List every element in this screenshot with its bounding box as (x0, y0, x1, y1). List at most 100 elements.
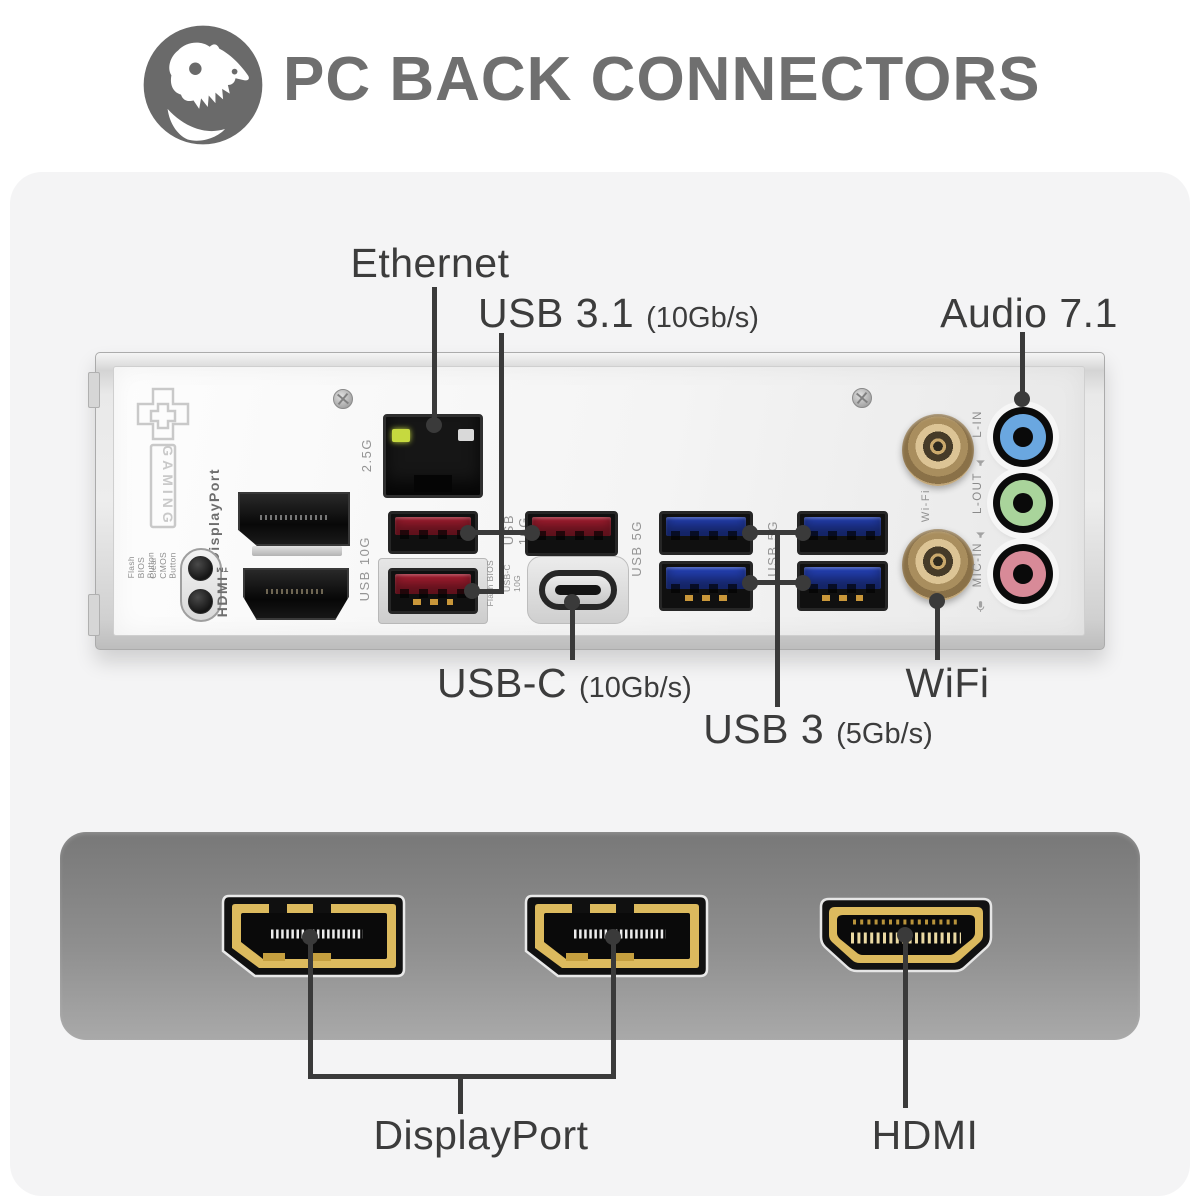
displayport-callout-dot-2 (605, 929, 621, 945)
ethernet-label-text: Ethernet (350, 240, 510, 286)
usb-contacts (822, 594, 863, 601)
usb3-callout-label: USB 3 (5Gb/s) (668, 706, 968, 753)
audio-callout-label: Audio 7.1 (929, 290, 1129, 337)
displayport-callout-label: DisplayPort (331, 1112, 631, 1159)
screw-icon (852, 388, 872, 408)
ethernet-callout-label: Ethernet (330, 240, 530, 287)
dinosaur-skull-logo-icon (143, 25, 263, 145)
usb3-speed-text: (5Gb/s) (836, 718, 933, 750)
audio-jack-line-in (993, 407, 1053, 467)
hdmi-silk-label: HDMI™ (214, 558, 230, 618)
displayport-label-text: DisplayPort (373, 1112, 589, 1158)
usb-c-blade (555, 585, 601, 595)
usb3-callout-dot (795, 525, 811, 541)
usb-a-10g-port-3 (525, 511, 618, 556)
flash-bios-silk-label: Flash BIOS (485, 560, 495, 607)
usbc-speed-text: (10Gb/s) (578, 672, 692, 704)
clear-cmos-button-silk-label: Clear CMOS Button (148, 552, 178, 579)
lan-speed-silk-label: 2.5G (359, 438, 374, 473)
lan-led-right (458, 429, 474, 441)
usb-a-5g-port-2 (659, 561, 753, 611)
wifi-antenna-connector-1 (902, 414, 974, 486)
wifi-callout-label: WiFi (895, 660, 1000, 707)
usb-tongue (395, 573, 471, 598)
displayport-callout-stem (458, 1077, 463, 1114)
usb31-callout-dot (524, 525, 540, 541)
usb-tongue (666, 516, 746, 540)
usb-contacts (412, 598, 454, 605)
line-in-silk-label: L-IN (972, 410, 984, 438)
page-title: PC BACK CONNECTORS (283, 45, 1041, 114)
usb3-callout-branch-2 (749, 580, 806, 585)
hdmi-port (243, 568, 349, 620)
displayport-silk-label: DisplayPort (206, 468, 222, 563)
wifi-label-text: WiFi (905, 660, 990, 706)
displayport-callout-vline-1 (308, 940, 313, 1078)
audio-callout-line (1020, 332, 1025, 396)
wifi-callout-line (935, 601, 940, 660)
wifi-antenna-connector-2 (902, 529, 974, 601)
usb-a-10g-port-2 (388, 568, 478, 614)
hdmi-label-text: HDMI (871, 1112, 979, 1158)
usbc-callout-label: USB-C (10Gb/s) (437, 660, 692, 707)
usb3-label-text: USB 3 (703, 706, 825, 752)
usb31-callout-dot (464, 583, 480, 599)
audio-jack-mic-in (993, 544, 1053, 604)
gaming-dpad-logo-icon: GAMING (136, 387, 190, 529)
usbc-10g-silk-label: USB-C 10G (502, 564, 522, 592)
hdmi-callout-line (903, 938, 908, 1108)
usb3-callout-branch-1 (749, 530, 806, 535)
dp-port-lip (252, 546, 342, 556)
hdmi-connector (819, 897, 993, 973)
microphone-icon (976, 601, 985, 612)
speaker-icon (976, 460, 985, 466)
usb-5g-silk-label-left: USB 5G (629, 520, 644, 577)
rj45-tab (414, 474, 452, 492)
displayport-port (238, 492, 350, 546)
speaker-icon (976, 532, 985, 538)
usb-tongue (804, 516, 881, 540)
wifi-silk-label: Wi-Fi (920, 489, 932, 523)
usbc-label-text: USB-C (437, 660, 568, 706)
usb-tongue (532, 516, 611, 540)
usb-a-5g-port-1 (659, 511, 753, 555)
usb31-callout-branch-2 (471, 589, 504, 594)
mic-in-silk-label: MIC-IN (972, 542, 984, 588)
usb31-speed-text: (10Gb/s) (646, 302, 759, 334)
usb3-callout-dot (795, 575, 811, 591)
dp-pins (260, 514, 330, 520)
usb3-callout-dot (742, 575, 758, 591)
lan-led-green (392, 429, 410, 442)
usb-tongue (395, 516, 471, 539)
displayport-callout-dot-1 (302, 929, 318, 945)
usb31-callout-dot (460, 525, 476, 541)
audio-jack-line-out (993, 473, 1053, 533)
ethernet-callout-line (432, 287, 437, 423)
usb3-callout-dot (742, 525, 758, 541)
hdmi-pins (266, 588, 326, 594)
audio-label-text: Audio 7.1 (940, 290, 1118, 336)
clear-cmos-button (188, 589, 213, 614)
hdmi-callout-dot (897, 927, 913, 943)
usb-contacts (684, 594, 728, 601)
screw-icon (333, 389, 353, 409)
usb-a-5g-port-4 (797, 561, 888, 611)
usb31-label-text: USB 3.1 (478, 290, 635, 336)
ethernet-callout-dot (426, 417, 442, 433)
usb-tongue (804, 567, 881, 594)
displayport-callout-vline-2 (611, 940, 616, 1078)
usb31-callout-branch-1 (466, 530, 534, 535)
usb3-callout-vline (775, 533, 780, 707)
usb31-callout-label: USB 3.1 (10Gb/s) (478, 290, 759, 337)
shield-tab (88, 372, 100, 408)
audio-callout-dot (1014, 391, 1030, 407)
usb31-callout-vline (499, 333, 504, 593)
displayport-callout-bracket (308, 1074, 616, 1079)
usbc-callout-line (570, 602, 575, 660)
hdmi-callout-label: HDMI (840, 1112, 1010, 1159)
usb-tongue (666, 567, 746, 594)
gaming-silk-label: GAMING (160, 445, 176, 527)
usb-10g-silk-label-left: USB 10G (357, 536, 372, 602)
line-out-silk-label: L-OUT (972, 472, 984, 514)
